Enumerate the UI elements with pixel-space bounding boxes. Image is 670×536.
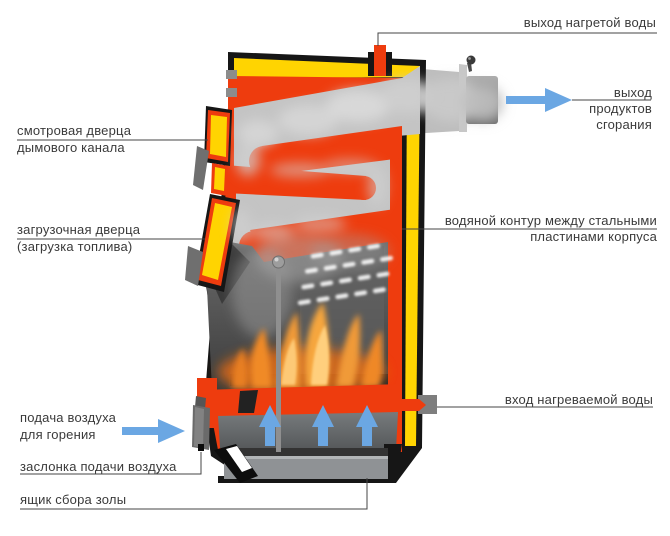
inspection-door [193,106,232,190]
arrow-up-icon [259,405,281,446]
air-supply-arrow [122,419,185,443]
label-text: дымового канала [17,140,125,155]
flue-out-arrow [506,88,572,112]
air-damper [192,396,210,451]
damper-bolt [198,444,204,451]
leader-lines [17,32,657,510]
leader-air-damper [20,452,202,475]
ash-door [214,444,258,483]
label-text: загрузочная дверца [17,222,141,237]
air-flow-up-arrows [259,405,378,446]
ash-box [222,448,388,479]
arrow-up-icon [312,405,334,446]
label-text: сгорания [596,117,652,132]
label-text: продуктов [589,101,652,116]
arrow-right-icon [122,419,185,443]
baffle-left-mount [211,163,228,196]
label-text: выход нагретой воды [523,15,656,30]
flue-damper-handle [467,62,472,72]
label-flue-outlet: выход продуктов сгорания [589,85,652,133]
label-text: вход нагреваемой воды [504,392,653,407]
label-water-inlet: вход нагреваемой воды [505,391,653,408]
label-text: подача воздуха [20,410,117,425]
label-text: пластинами корпуса [530,229,657,244]
hot-water-outlet-pipe [368,45,392,76]
loading-door [185,194,240,292]
loading-door-handle [185,246,203,286]
arrow-up-icon [356,405,378,446]
combustion-chamber [206,234,393,396]
inspection-door-handle [193,146,209,190]
label-air-supply: подача воздуха для горения [20,409,116,443]
label-text: смотровая дверца [17,123,132,138]
label-text: выход [613,85,652,100]
hinge-tabs [226,70,237,97]
label-air-damper: заслонка подачи воздуха [20,458,177,475]
flue-gas-smoke [232,78,503,243]
label-text: (загрузка топлива) [17,239,133,254]
sensor-pipe [272,255,285,452]
leader-ash-box [20,478,368,510]
label-water-circuit: водяной контур между стальными пластинам… [445,213,657,245]
label-hot-water-outlet: выход нагретой воды [524,14,656,31]
label-ash-box: ящик сбора золы [20,491,126,508]
label-text: для горения [20,427,96,442]
casing-corner [384,444,402,482]
label-text: ящик сбора золы [20,492,127,507]
flame [218,302,386,396]
water-inlet-pipe [396,395,437,414]
label-loading-door: загрузочная дверца (загрузка топлива) [17,221,140,255]
label-inspection-door: смотровая дверца дымового канала [17,122,131,156]
label-text: водяной контур между стальными [444,213,657,228]
steam-wisps [297,243,393,306]
leader-hot-water [377,32,657,46]
label-text: заслонка подачи воздуха [20,459,177,474]
casing-bottom [218,476,396,483]
grate [197,378,402,428]
arrow-right-icon [506,88,572,112]
